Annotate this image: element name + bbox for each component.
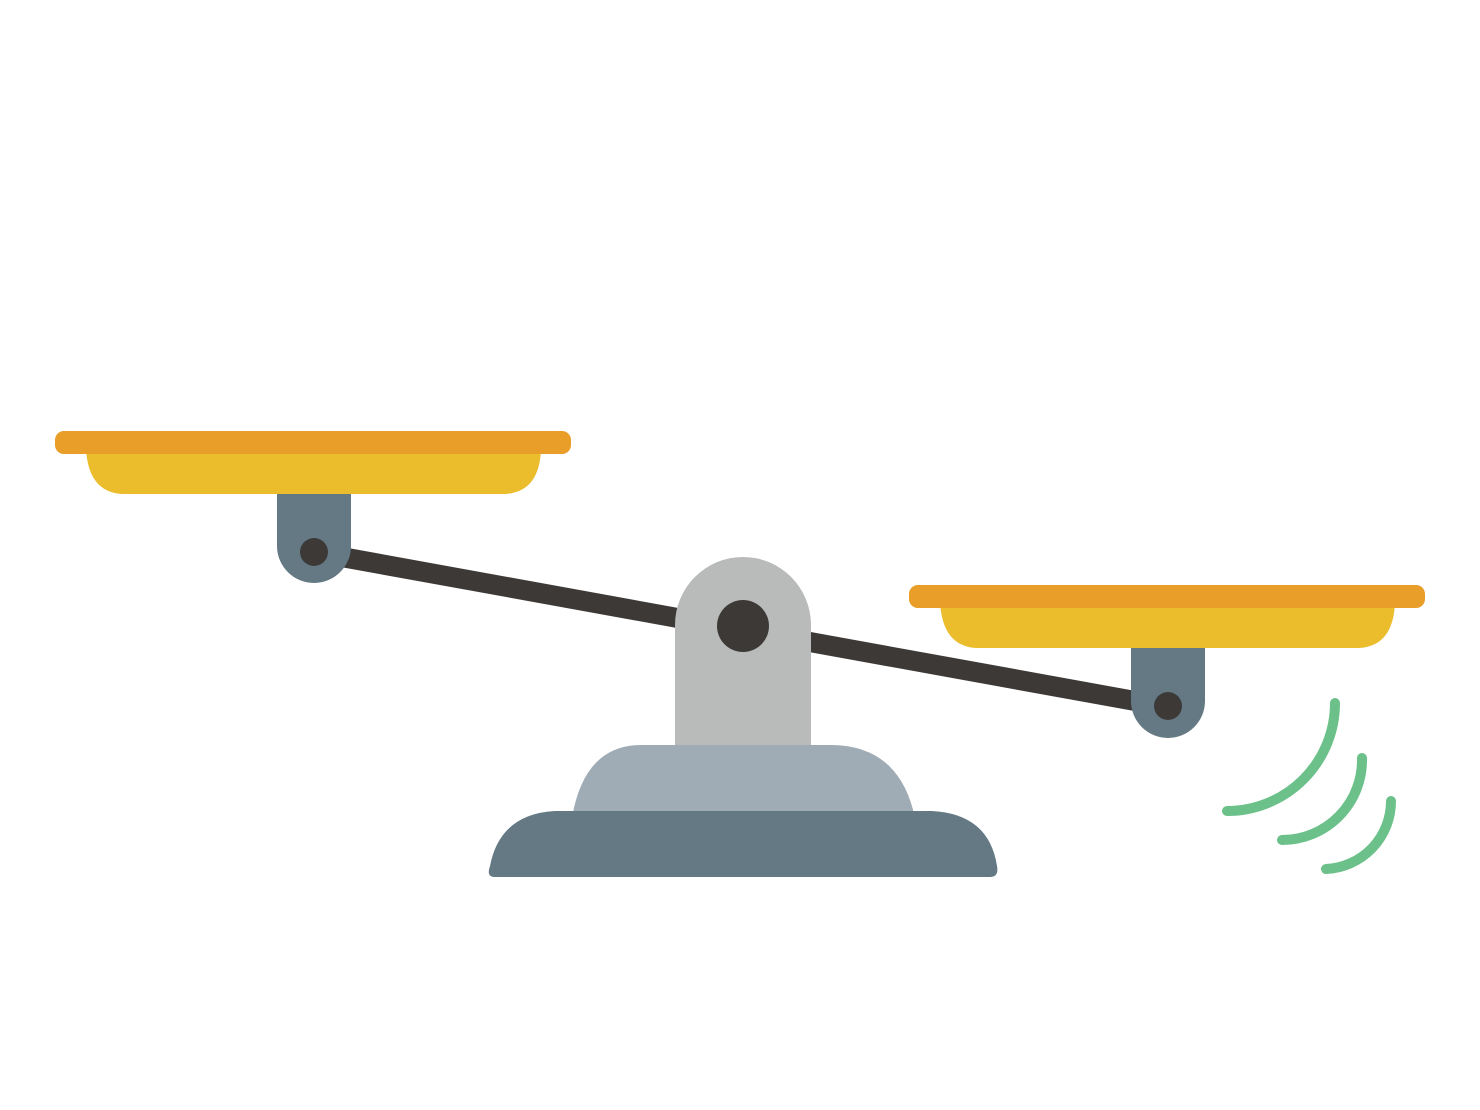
right-pan-rim: [909, 585, 1425, 608]
scale-base: [488, 745, 998, 877]
motion-line-large: [1222, 698, 1340, 816]
left-hanger-pin: [300, 538, 328, 566]
left-pan-bowl: [86, 448, 541, 494]
base-upper: [572, 745, 915, 818]
pivot-icon: [717, 600, 769, 652]
left-hanger: [277, 488, 351, 583]
motion-lines-icon: [1222, 698, 1397, 874]
base-lower: [488, 811, 998, 877]
left-pan-rim: [55, 431, 571, 454]
right-hanger-pin: [1154, 692, 1182, 720]
motion-line-small: [1321, 796, 1397, 874]
right-pan-assembly: [909, 585, 1425, 738]
left-pan-assembly: [55, 431, 571, 583]
motion-line-medium: [1277, 753, 1368, 845]
right-hanger: [1131, 642, 1205, 738]
center-post: [675, 557, 811, 760]
right-pan-bowl: [940, 601, 1395, 648]
post-body: [675, 557, 811, 760]
